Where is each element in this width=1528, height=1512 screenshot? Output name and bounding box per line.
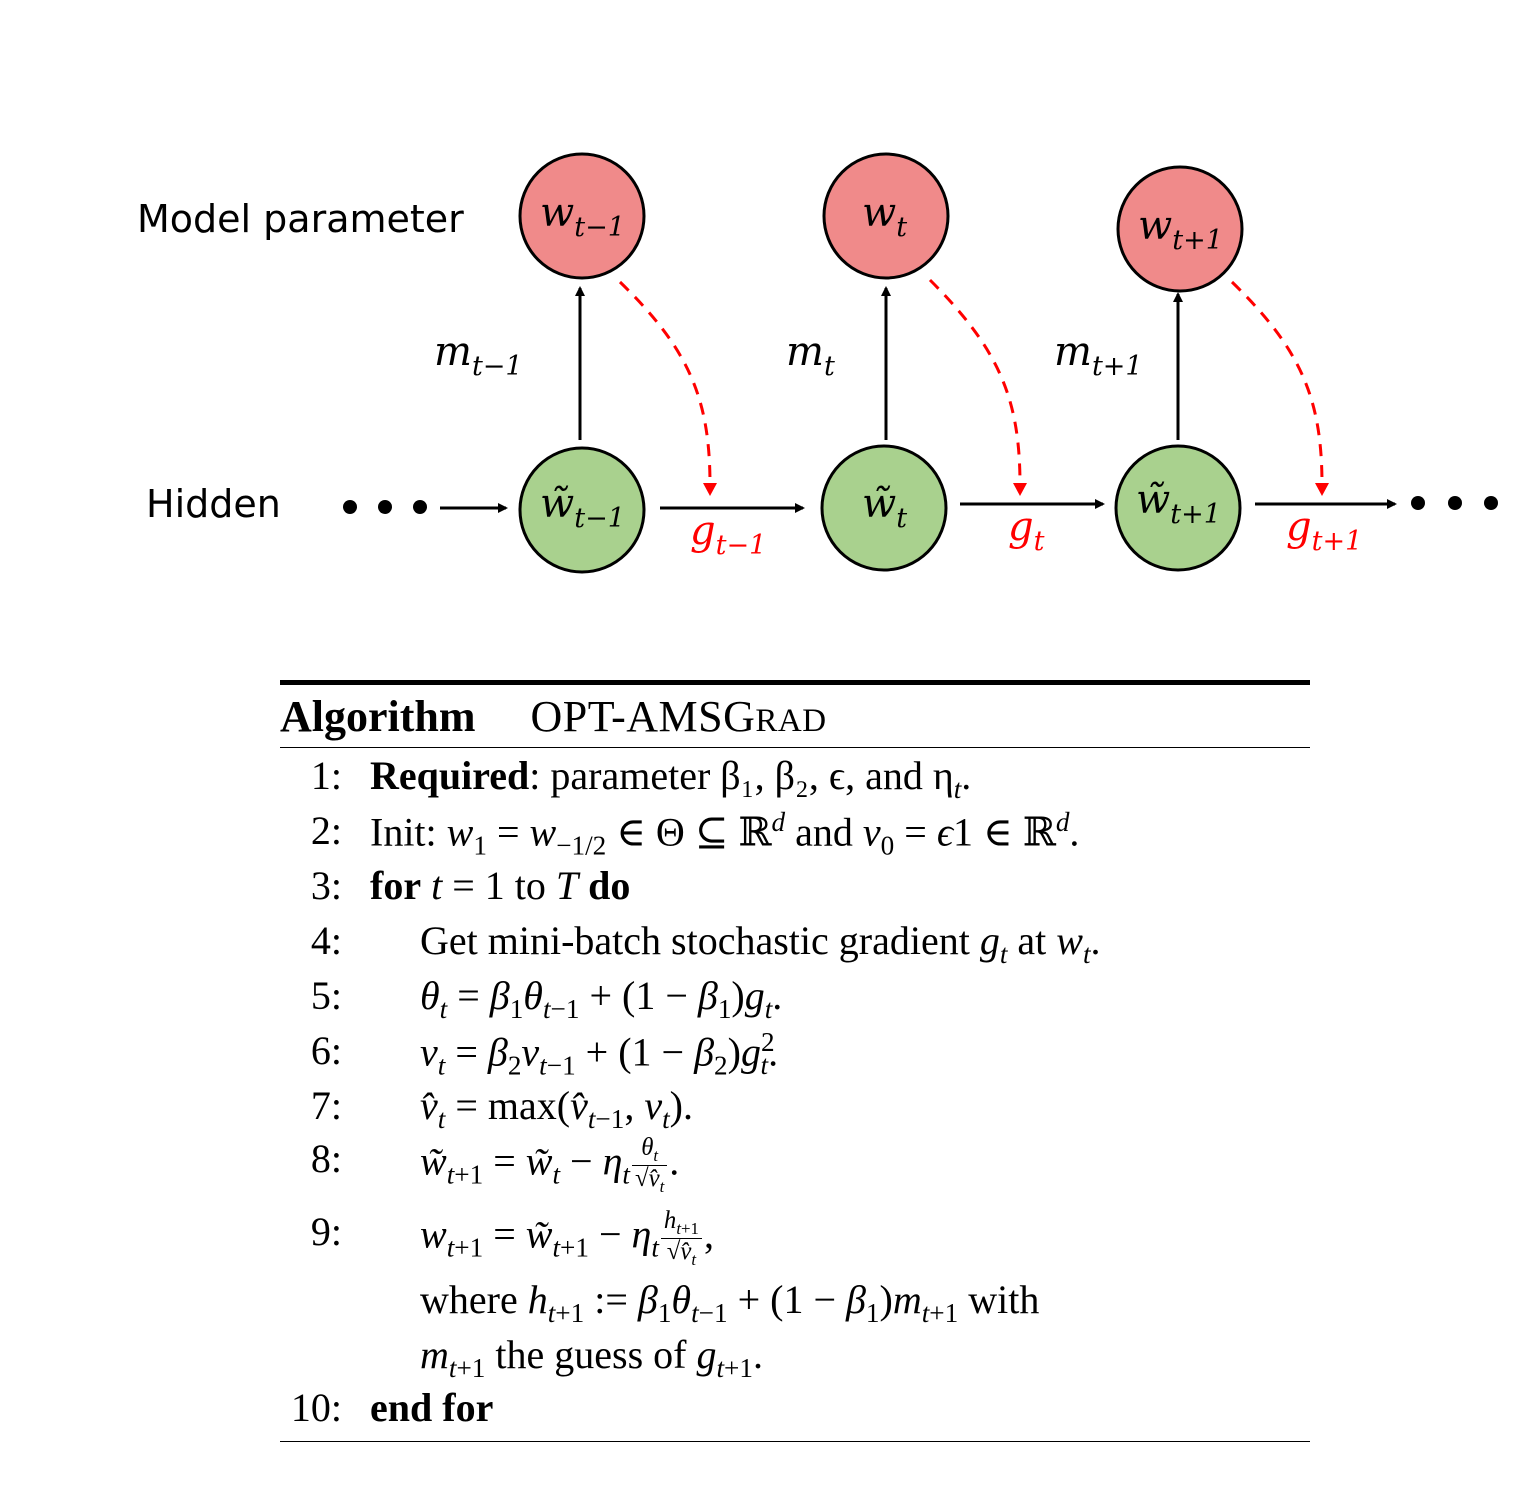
gradient-label-2: gt <box>1008 504 1045 557</box>
momentum-label-3: mt+1 <box>1054 329 1143 382</box>
algorithm-label: Algorithm <box>280 691 476 741</box>
momentum-label-2: mt <box>786 329 835 382</box>
gradient-arrows <box>618 278 1324 486</box>
hidden-node-2: w̃t <box>820 444 948 572</box>
ellipsis-left <box>343 500 427 514</box>
algorithm-name: OPT-AMSGRAD <box>530 691 827 741</box>
gradient-arrowheads <box>703 483 1329 496</box>
param-node-2: wt <box>822 152 950 280</box>
opt-amsgrad-diagram: Model parameter Hidden wt−1 wt wt+ <box>137 152 1498 574</box>
param-node-3: wt+1 <box>1116 165 1244 293</box>
gradient-label-3: gt+1 <box>1286 504 1362 557</box>
gradient-arrow-2 <box>928 278 1022 486</box>
gradient-label-1: gt−1 <box>690 508 766 561</box>
momentum-arrows <box>575 286 1183 440</box>
svg-text:wt+1: wt+1 <box>1138 203 1223 256</box>
row-label-model: Model parameter <box>137 197 464 241</box>
row-label-hidden: Hidden <box>146 482 281 526</box>
hidden-node-1: w̃t−1 <box>518 446 646 574</box>
momentum-label-1: mt−1 <box>434 329 523 382</box>
svg-text:wt−1: wt−1 <box>540 190 625 243</box>
svg-text:wt: wt <box>862 190 907 243</box>
svg-text:w̃t: w̃t <box>862 481 907 534</box>
gradient-arrow-3 <box>1230 280 1324 486</box>
param-node-1: wt−1 <box>518 152 646 280</box>
algorithm-header-rule <box>280 747 1310 748</box>
algorithm-box: Algorithm OPT-AMSGRAD 1: Required: param… <box>280 680 1310 1442</box>
hidden-node-3: w̃t+1 <box>1114 444 1242 572</box>
algorithm-bottom-rule <box>280 1441 1310 1442</box>
ellipsis-right <box>1411 496 1498 510</box>
svg-text:w̃t−1: w̃t−1 <box>540 481 625 534</box>
gradient-arrow-1 <box>618 280 712 486</box>
algorithm-header: Algorithm OPT-AMSGRAD <box>280 685 1310 747</box>
algorithm-top-rule <box>280 680 1310 685</box>
svg-text:w̃t+1: w̃t+1 <box>1136 477 1221 530</box>
